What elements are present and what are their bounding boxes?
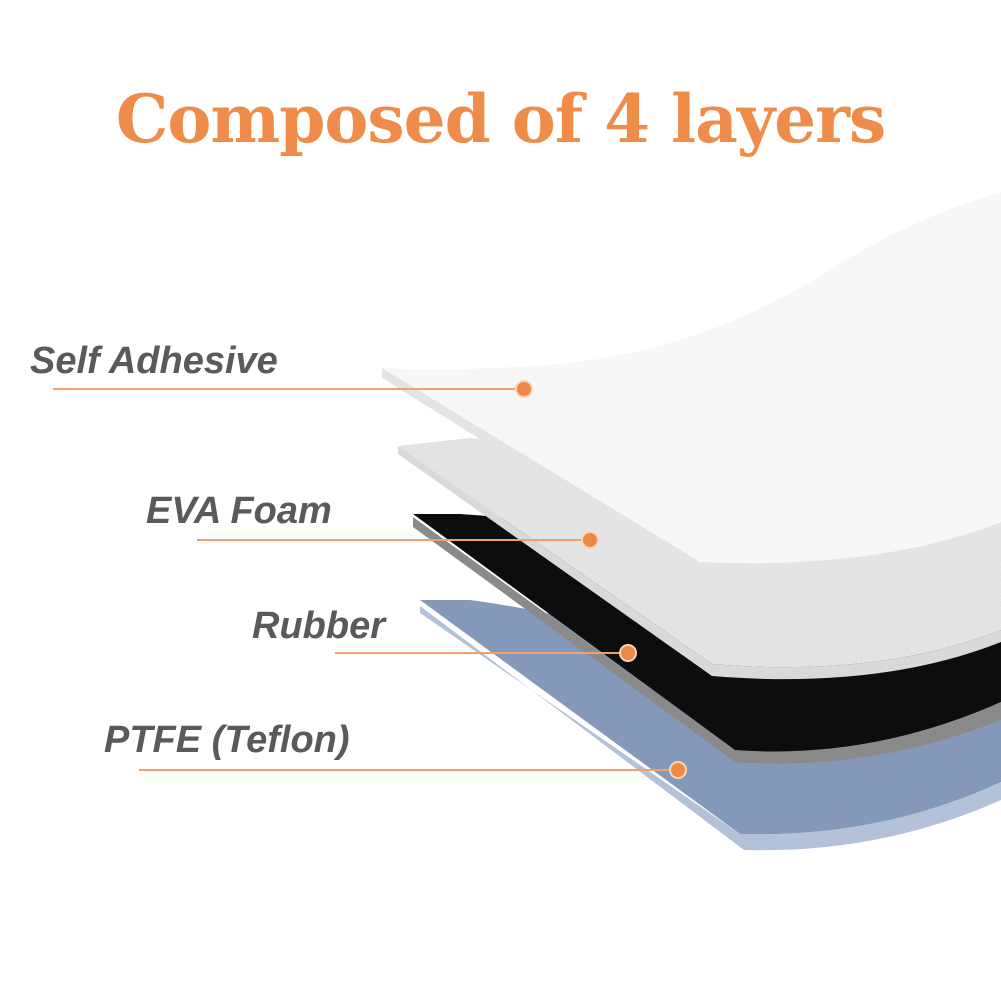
leader-dot-eva-foam xyxy=(581,531,599,549)
label-rubber: Rubber xyxy=(252,605,385,647)
self-adhesive-layer xyxy=(382,192,1001,578)
self-adhesive-layer-surface xyxy=(382,192,1001,564)
diagram-title: Composed of 4 layers xyxy=(115,80,886,158)
label-eva-foam: EVA Foam xyxy=(146,490,332,532)
leader-dot-rubber xyxy=(619,644,637,662)
label-self-adhesive: Self Adhesive xyxy=(30,340,278,382)
rubber-layer-edge xyxy=(413,517,1001,764)
eva-foam-layer-edge xyxy=(398,446,1001,680)
leader-dot-self-adhesive xyxy=(515,380,533,398)
leader-dot-ptfe xyxy=(669,761,687,779)
label-ptfe: PTFE (Teflon) xyxy=(104,719,350,761)
leader-lines xyxy=(53,380,687,779)
